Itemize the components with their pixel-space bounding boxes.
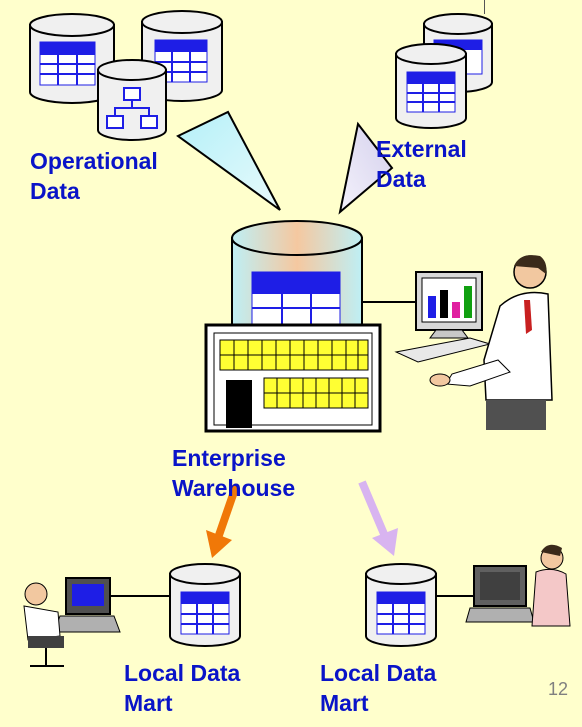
database-icon — [169, 563, 241, 647]
database-icon — [97, 59, 167, 141]
label-line: Warehouse — [172, 475, 296, 501]
bar-chart-icon — [428, 286, 472, 318]
database-icon — [365, 563, 437, 647]
computer-icon — [394, 271, 492, 363]
warehouse-cylinder — [231, 220, 363, 331]
page-number: 12 — [547, 679, 568, 699]
label-line: External — [376, 136, 467, 162]
label-local-data-mart-right: Local Data Mart — [320, 658, 436, 718]
top-divider — [484, 0, 485, 14]
label-line: Data — [30, 178, 80, 204]
label-line: Data — [376, 166, 426, 192]
person-icon — [429, 255, 553, 430]
org-chart-icon — [106, 87, 158, 129]
label-line: Mart — [124, 690, 173, 716]
label-line: Operational — [30, 148, 158, 174]
person-icon — [531, 544, 571, 627]
building-icon — [204, 323, 382, 433]
computer-icon — [53, 577, 121, 633]
label-line: Enterprise — [172, 445, 286, 471]
label-external-data: External Data — [376, 134, 467, 194]
person-icon — [23, 582, 64, 667]
database-icon — [395, 43, 467, 129]
database-icon — [29, 13, 115, 104]
arrow-to-left-mart — [206, 484, 240, 558]
label-line: Local Data — [124, 660, 241, 686]
label-local-data-mart-left: Local Data Mart — [124, 658, 240, 718]
label-enterprise-warehouse: Enterprise Warehouse — [172, 443, 295, 503]
funnel-left — [176, 110, 281, 211]
label-line: Mart — [320, 690, 369, 716]
label-line: Local Data — [320, 660, 437, 686]
funnel-right — [338, 121, 394, 215]
computer-icon — [465, 565, 535, 623]
label-operational-data: Operational Data — [30, 146, 158, 206]
arrow-to-right-mart — [358, 480, 398, 556]
